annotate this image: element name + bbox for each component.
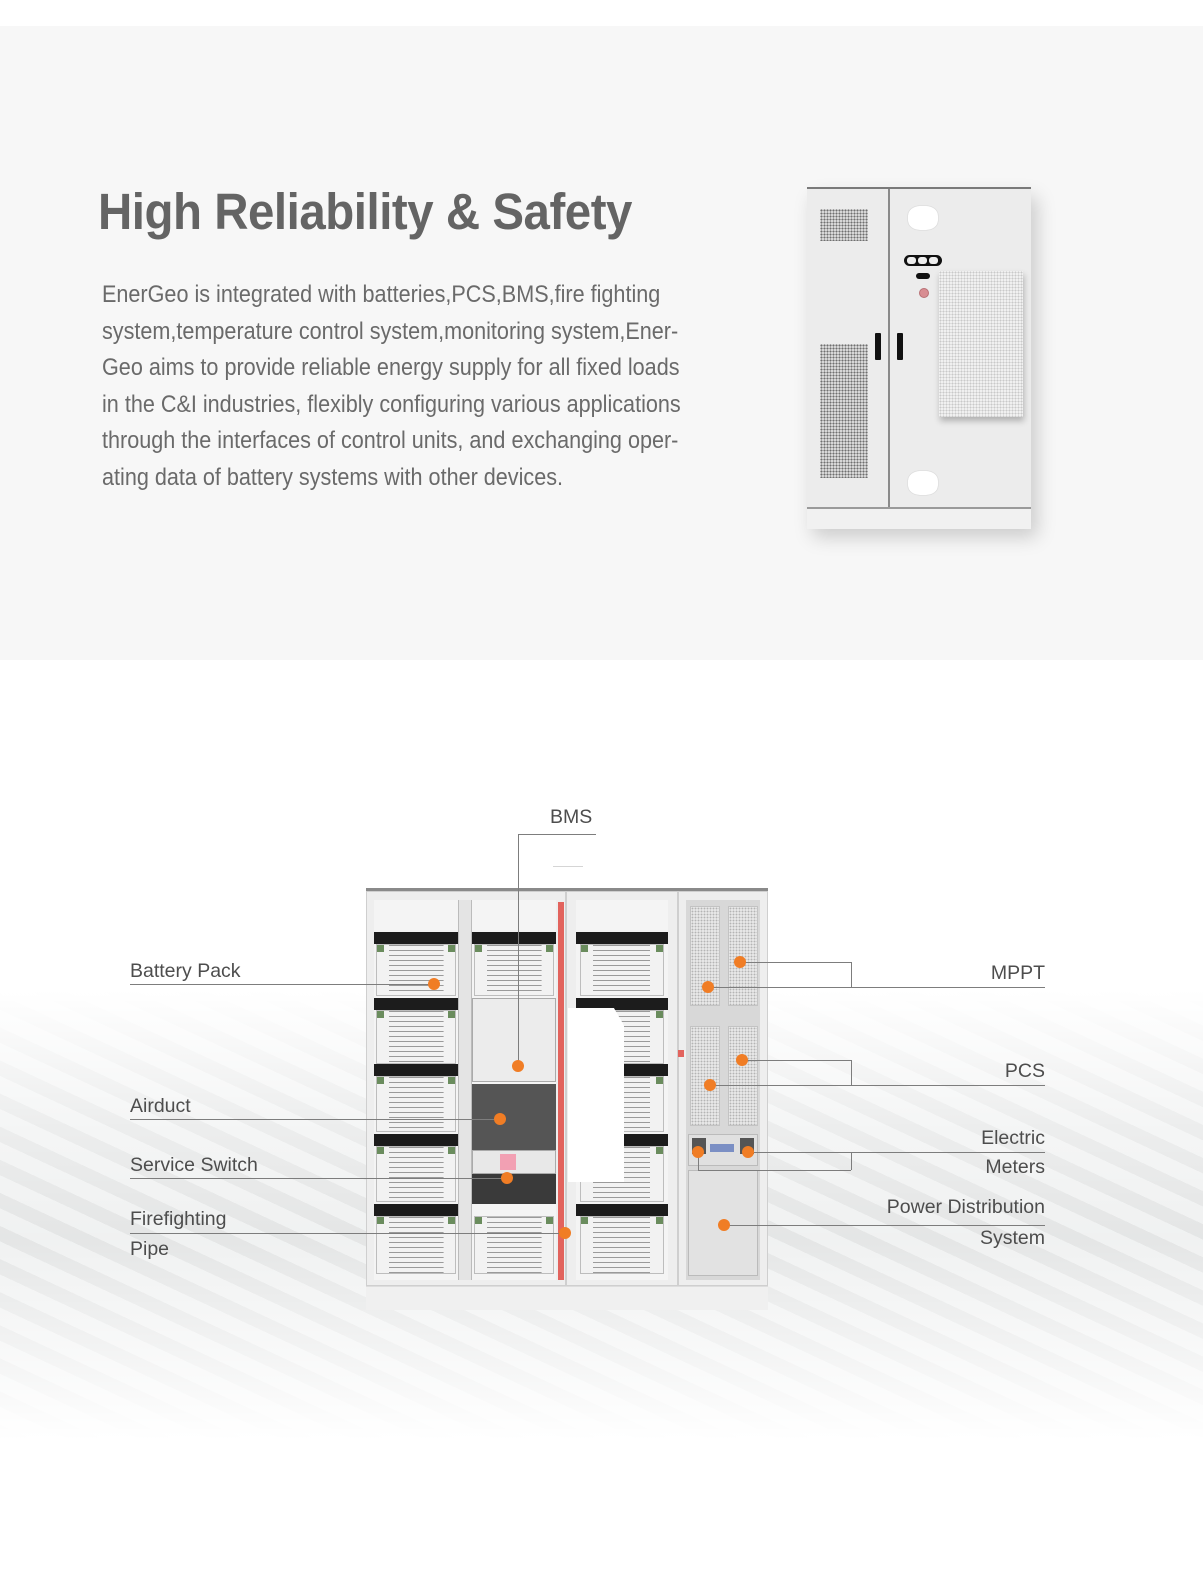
battery-module [580,944,664,996]
indicator-light-icon [908,206,938,230]
leader-line [698,1170,851,1171]
component-diagram: Battery Pack Airduct Service Switch Fire… [0,660,1203,1573]
pcs-module [690,1026,720,1126]
leader-line [748,1152,1045,1153]
leader-line [518,834,596,835]
emergency-button-icon [919,288,929,298]
label-pcs: PCS [1004,1060,1045,1082]
pcs-module [728,1026,758,1126]
leader-line [742,1060,851,1061]
section-title: High Reliability & Safety [98,183,632,240]
hotspot-battery-pack[interactable] [428,978,440,990]
door-seam [888,189,890,507]
battery-module [376,1076,456,1132]
description-line: ating data of battery systems with other… [102,463,564,491]
cabinet-base [807,507,1031,529]
label-mppt: MPPT [990,962,1045,984]
door-handle-icon [897,333,903,360]
label-service-switch: Service Switch [130,1154,258,1176]
leader-line [851,1152,852,1170]
leader-line [698,1152,699,1170]
leader-line [130,1233,565,1234]
label-electric: Electric [981,1127,1045,1149]
leader-line [130,984,434,985]
hotspot-electric-meters[interactable] [742,1146,754,1158]
hotspot-electric-meters[interactable] [692,1146,704,1158]
hotspot-service-switch[interactable] [501,1172,513,1184]
description-line: system,temperature control system,monito… [102,317,679,345]
airduct [472,1084,556,1150]
battery-module [474,1216,554,1274]
battery-module [376,1146,456,1202]
label-firefighting: Firefighting [130,1208,227,1230]
hotspot-mppt[interactable] [702,981,714,993]
hotspot-firefighting-pipe[interactable] [559,1227,571,1239]
vent-grille [820,209,868,241]
leader-line [724,1225,1045,1226]
firefighting-pipe-line [558,902,564,1280]
hotspot-power-distribution-system[interactable] [718,1219,730,1231]
label-system: System [979,1227,1045,1249]
leader-line [851,962,852,987]
control-panel-icon [904,255,942,266]
indicator-light-icon [908,471,938,495]
leader-line [708,987,1045,988]
description-line: Geo aims to provide reliable energy supp… [102,354,680,382]
vent-grille [820,344,868,478]
battery-module [580,1216,664,1274]
top-strip [0,0,1203,26]
epo-label-icon [916,273,930,279]
section-description: EnerGeo is integrated with batteries,PCS… [102,277,732,497]
open-door-panel [568,1008,624,1182]
description-line: through the interfaces of control units,… [102,427,679,455]
leader-line [740,962,851,963]
label-airduct: Airduct [130,1095,191,1117]
leader-line [130,1119,500,1120]
battery-module [376,1010,456,1064]
label-meters: Meters [985,1156,1045,1178]
product-image-closed-cabinet [807,187,1031,529]
label-bms: BMS [550,806,593,828]
battery-module [474,944,554,996]
leader-line [518,834,519,1066]
air-conditioner-unit [939,271,1023,417]
leader-line [851,1060,852,1085]
battery-module [376,944,456,996]
door-handle-icon [875,333,881,360]
label-battery-pack: Battery Pack [130,960,241,982]
label-pipe: Pipe [130,1238,170,1260]
leader-line [130,1178,507,1179]
description-line: in the C&I industries, flexibly configur… [102,390,681,418]
hotspot-bms[interactable] [512,1060,524,1072]
leader-line [710,1085,1045,1086]
hotspot-pcs[interactable] [736,1054,748,1066]
mppt-module [728,906,758,1006]
divider [553,866,583,867]
hotspot-airduct[interactable] [494,1113,506,1125]
hotspot-pcs[interactable] [704,1079,716,1091]
description-line: EnerGeo is integrated with batteries,PCS… [102,281,661,308]
battery-module [376,1216,456,1274]
label-power-distribution: Power Distribution [886,1196,1045,1218]
hotspot-mppt[interactable] [734,956,746,968]
